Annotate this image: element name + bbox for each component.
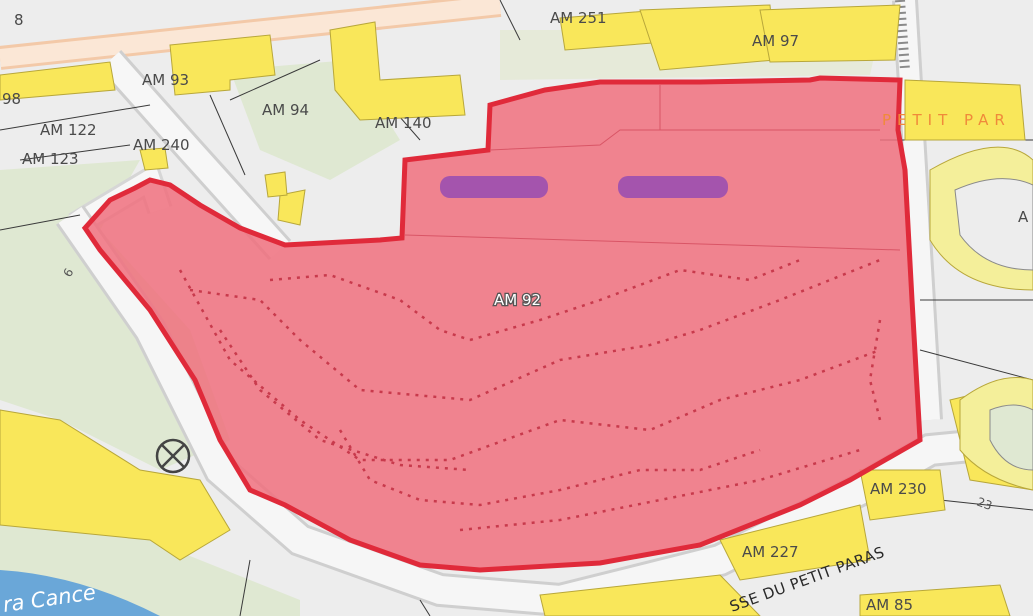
parcel-label-am240: AM 240 xyxy=(133,136,190,154)
parcel-label-am230: AM 230 xyxy=(870,480,927,498)
parcel-label-edge-a: A xyxy=(1018,208,1029,226)
parcel-label-23: 23 xyxy=(975,495,994,513)
parcel-label-am140: AM 140 xyxy=(375,114,432,132)
street-label-petit-paras-top: PETIT PAR xyxy=(882,111,1011,129)
purple-markers xyxy=(440,176,728,198)
crossed-circle-icon xyxy=(155,438,191,474)
footpaths xyxy=(178,258,882,532)
roundabout-east xyxy=(929,146,1033,291)
parcel-label-98: 98 xyxy=(2,90,21,108)
water-body xyxy=(0,570,160,616)
parcel-label-am94: AM 94 xyxy=(262,101,309,119)
parcel-label-am93: AM 93 xyxy=(142,71,189,89)
parcel-label-am251: AM 251 xyxy=(550,9,607,27)
parcel-label-am227: AM 227 xyxy=(742,543,799,561)
parcel-label-am122: AM 122 xyxy=(40,121,97,139)
parcel-label-8: 8 xyxy=(14,11,24,29)
parcel-label-am123: AM 123 xyxy=(22,150,79,168)
parcel-label-am97: AM 97 xyxy=(752,32,799,50)
parcel-label-am85: AM 85 xyxy=(866,596,913,614)
highlighted-parcel-am92[interactable] xyxy=(81,75,923,573)
roundabout-southeast xyxy=(959,377,1033,491)
parcel-inner-lines xyxy=(404,85,901,251)
parcel-label-am92: AM 92 xyxy=(494,291,541,309)
